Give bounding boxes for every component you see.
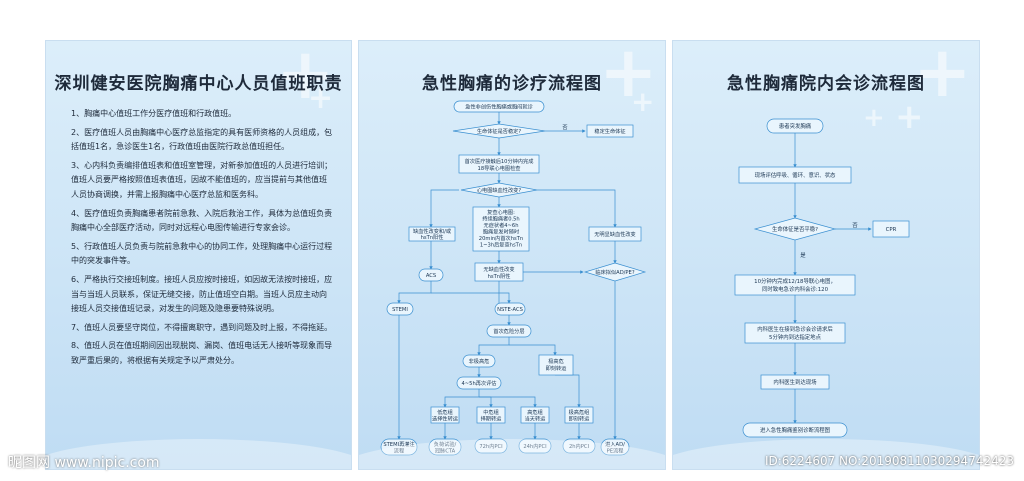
decorative-plus-icon: + — [276, 40, 335, 115]
flow-node-stemi-out: STEMI再灌注 — [383, 440, 414, 448]
duty-list: 1、胸痛中心值班工作分医疗值班和行政值班。 2、医疗值班人员由胸痛中心医疗总监指… — [71, 107, 333, 373]
flow-node-stabilize: 稳定生命体征 — [594, 127, 625, 135]
flow-node-mid: 中危组 — [483, 408, 499, 416]
page-title: 深圳健安医院胸痛中心人员值班职责 — [54, 74, 343, 94]
flow-node-veryhigh: 极高危 — [548, 357, 564, 365]
flow-node-very-high: 即刻转运 — [569, 415, 591, 423]
flow-node-reeval: 4~5h再次评估 — [462, 379, 497, 387]
decorative-plus-icon: + — [863, 103, 885, 133]
flow-node-ischemic: hsTn阳性 — [421, 233, 444, 241]
duty-item: 4、医疗值班负责胸痛患者院前急救、入院后救治工作，具体为总值班负责胸痛中心全部医… — [71, 208, 333, 233]
flow-node-recheck: 复查心电图: — [487, 208, 515, 216]
flow-node-acs: ACS — [426, 273, 436, 279]
flowchart: 急性非创伤性胸痛或胸闷就诊 生命体征是否稳定? 否 稳定生命体征 首次医疗接触后… — [380, 100, 647, 456]
flow-node-recheck: 20min内首次hsTn — [479, 234, 523, 242]
flow-label-no: 否 — [562, 124, 567, 131]
flow-node-cta: 负荷试验/ — [434, 440, 457, 448]
flow-node-consult: 内科医生在接到急诊会诊请求后 — [757, 325, 833, 333]
flow-node-pci2: 2h内PCI — [569, 442, 590, 450]
flow-node-no-change: 无缺血性改变 — [483, 265, 514, 273]
decorative-plus-icon: + — [913, 40, 972, 113]
flow-node-vitals: 生命体征是否平稳? — [772, 225, 818, 233]
flow-label-yes: 是 — [800, 252, 806, 259]
watermark-left: 昵图网 www.nipic.com — [8, 455, 160, 471]
flow-node-arrive: 内科医生到达现场 — [773, 378, 817, 386]
flow-node-ecg: 同时致电急诊内科会诊:120 — [762, 285, 829, 293]
flow-node-start: 急性非创伤性胸痛或胸闷就诊 — [465, 103, 533, 111]
duty-item: 8、值班人员在值班期间因出现脱岗、漏岗、值班电话无人接听等现象而导致严重后果的，… — [71, 341, 333, 365]
decorative-wave — [673, 439, 979, 469]
flow-node-nste-acs: NSTE-ACS — [497, 307, 523, 313]
flow-node-no-ischemic: 无明显缺血性改变 — [594, 230, 636, 238]
duty-item: 3、心内科负责编排值班表和值班室管理，对新参加值班的人员进行培训；值班人员要严格… — [71, 160, 333, 199]
decorative-plus-icon: + — [895, 97, 924, 137]
flow-node-cta: 冠脉CTA — [435, 447, 456, 455]
flow-node-risk: 首次危险分层 — [493, 327, 524, 335]
decorative-plus-icon: + — [631, 85, 655, 118]
duty-item: 6、严格执行交接班制度。接班人员应按时接班，如因故无法按时接班，应当与当班人员联… — [71, 274, 333, 314]
flow-node-start: 患者突发胸痛 — [779, 122, 812, 130]
flow-node-first-ecg: 18导联心电图检查 — [478, 164, 521, 172]
flow-node-adpe: PE流程 — [607, 447, 624, 455]
flow-node-mid: 择期转运 — [481, 415, 503, 423]
page-title: 急性胸痛的诊疗流程图 — [422, 74, 602, 94]
diagnosis-flow-panel: + + 急性胸痛的诊疗流程图 — [358, 40, 666, 470]
flow-node-nonhigh: 非极高危 — [469, 357, 490, 365]
flow-node-recheck: 1~3h后复查hsTn — [480, 241, 522, 249]
flow-node-recheck: 持续胸痛者0.5h — [482, 215, 519, 223]
flow-node-very-high: 极高危组 — [569, 408, 590, 416]
flow-node-stemi: STEMI — [392, 307, 408, 313]
duty-item: 1、胸痛中心值班工作分医疗值班和行政值班。 — [71, 109, 237, 118]
flow-node-assess: 现场评估呼吸、循环、意识、状态 — [755, 171, 836, 179]
decorative-wave — [46, 439, 351, 469]
flow-node-no-change: hsTn阴性 — [488, 272, 511, 280]
flow-node-recheck: 胸痛复发时随时 — [483, 228, 519, 236]
flow-node-enter: 进入急性胸痛鉴别诊断流程图 — [760, 426, 830, 434]
page-title: 急性胸痛院内会诊流程图 — [727, 74, 925, 94]
decorative-plus-icon: + — [599, 40, 658, 113]
flow-node-low: 选择性转运 — [432, 415, 459, 423]
flowchart: 患者突发胸痛 现场评估呼吸、循环、意识、状态 生命体征是否平稳? 否 CPR 是… — [734, 118, 910, 438]
flow-node-pci24: 24h内PCI — [523, 442, 547, 450]
flow-node-vitals: 生命体征是否稳定? — [477, 127, 522, 135]
flow-node-consult: 5分钟内到达指定地点 — [769, 333, 822, 341]
flow-node-stemi-out: 流程 — [394, 447, 404, 455]
flow-node-high: 当天转运 — [525, 415, 547, 423]
flow-node-pci72: 72h内PCI — [479, 442, 503, 450]
duty-panel: + + 深圳健安医院胸痛中心人员值班职责 1、胸痛中心值班工作分医疗值班和行政值… — [45, 40, 352, 470]
duty-item: 7、值班人员要坚守岗位，不得擅离职守，遇到问题及时上报，不得拖延。 — [71, 322, 333, 332]
flow-node-low: 低危组 — [437, 408, 453, 416]
watermark-right: ID:6224607 NO:20190811030294742423 — [764, 454, 1014, 468]
flow-node-adpe: 进入AD/ — [605, 440, 625, 448]
flow-node-veryhigh: 即刻转运 — [546, 364, 568, 372]
flow-node-first-ecg: 首次医疗接触后10分钟内完成 — [465, 157, 534, 165]
flow-node-ecg: 10分钟内完成12/18导联心电图， — [754, 277, 836, 285]
flow-label-no: 否 — [852, 222, 858, 229]
flow-node-ischemic: 缺血性改变和/或 — [413, 227, 451, 235]
flow-node-recheck: 无症状者4~6h — [484, 221, 519, 229]
flow-node-cpr: CPR — [886, 227, 897, 233]
decorative-plus-icon: + — [308, 81, 334, 116]
consultation-flow-panel: + + + 急性胸痛院内会诊流程图 患者突发 — [672, 40, 980, 470]
duty-item: 2、医疗值班人员由胸痛中心医疗总监指定的具有医师资格的人员组成，包括值班1名，急… — [71, 127, 333, 152]
flow-node-ecg-question: 心电图缺血性改变? — [477, 186, 522, 194]
flow-node-high: 高危组 — [527, 408, 543, 416]
decorative-wave — [359, 439, 665, 469]
flow-node-suspect-adpe: 临床拟似AD/PE? — [595, 268, 634, 276]
duty-item: 5、行政值班人员负责与院前急救中心的协同工作，处理胸痛中心运行过程中的突发事件等… — [71, 241, 333, 266]
